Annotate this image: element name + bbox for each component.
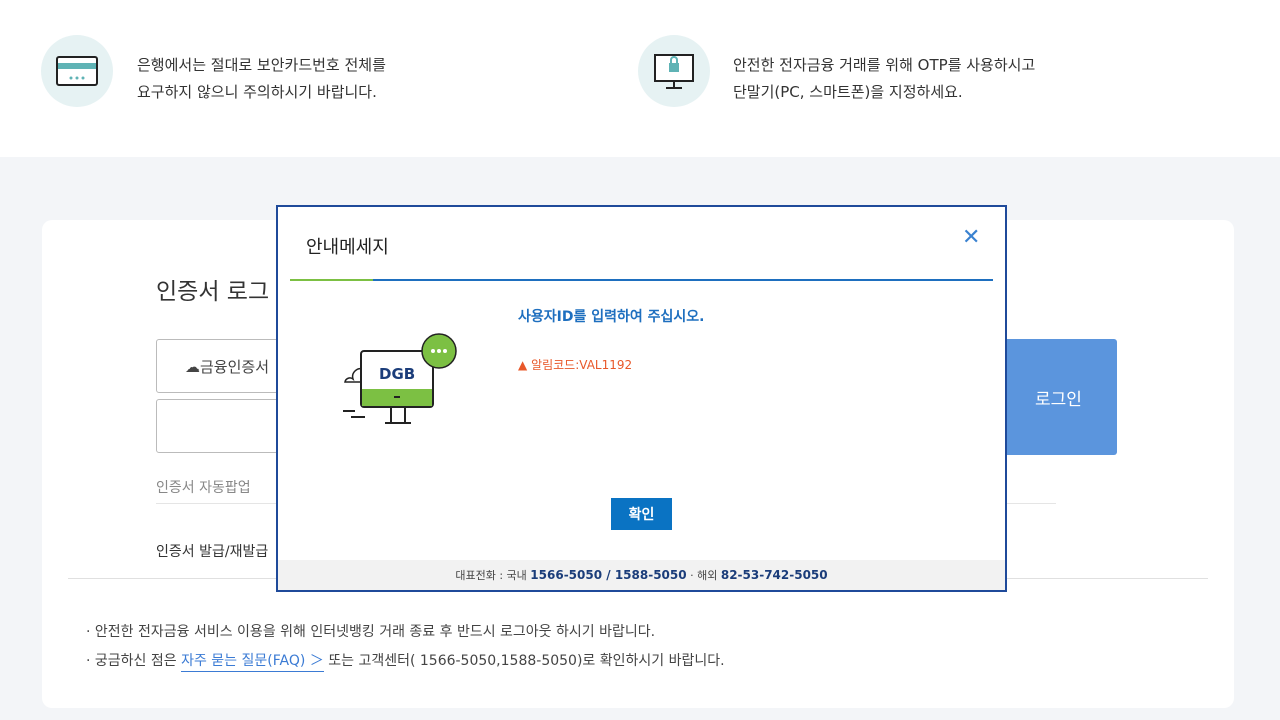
faq-link[interactable]: 자주 묻는 질문(FAQ) ＞ (181, 653, 324, 672)
password-input[interactable] (156, 399, 296, 453)
notice-text: 안전한 전자금융 서비스 이용을 위해 인터넷뱅킹 거래 종료 후 반드시 로그… (94, 624, 656, 640)
overseas-label: 해외 (697, 569, 718, 582)
tip-line: 은행에서는 절대로 보안카드번호 전체를 (137, 56, 386, 74)
close-icon[interactable]: ✕ (962, 225, 981, 250)
login-title: 인증서 로그 (156, 279, 270, 305)
cert-issue-link[interactable]: 인증서 발급/재발급 (156, 544, 269, 560)
auto-popup-label: 인증서 자동팝업 (156, 480, 251, 496)
notice-faq: · 궁금하신 점은 자주 묻는 질문(FAQ) ＞ 또는 고객센터( 1566-… (86, 650, 725, 672)
notice-text: 또는 고객센터( 1566-5050,1588-5050)로 확인하시기 바랍니… (328, 653, 725, 669)
domestic-phone: 1566-5050 / 1588-5050 (530, 568, 687, 582)
notice-logout: · 안전한 전자금융 서비스 이용을 위해 인터넷뱅킹 거래 종료 후 반드시 … (86, 624, 656, 640)
alert-code-text: 알림코드:VAL1192 (531, 358, 633, 372)
login-button[interactable]: 로그인 (1000, 339, 1117, 455)
tip-line: 안전한 전자금융 거래를 위해 OTP를 사용하시고 (733, 56, 1036, 74)
dialog-footer: 대표전화 : 국내 1566-5050 / 1588-5050 · 해외 82-… (278, 560, 1005, 590)
notice-text: 궁금하신 점은 (94, 653, 177, 669)
cert-button-label: 금융인증서 (200, 358, 270, 376)
overseas-phone: 82-53-742-5050 (720, 568, 828, 582)
tip-line: 요구하지 않으니 주의하시기 바랍니다. (137, 83, 377, 101)
alert-code: ▲ 알림코드:VAL1192 (518, 356, 632, 373)
dialog-message: 사용자ID를 입력하여 주십시오. (518, 309, 705, 325)
header-divider (290, 279, 993, 281)
security-card-icon (41, 35, 113, 107)
dgb-monitor-illustration: DGB (343, 333, 457, 424)
domestic-label: 국내 (506, 569, 527, 582)
phone-label: 대표전화 (455, 569, 496, 582)
confirm-button[interactable]: 확인 (611, 498, 672, 530)
cloud-check-icon: ☁ (185, 358, 200, 376)
otp-monitor-icon (638, 35, 710, 107)
info-message-dialog: 안내메세지 ✕ DGB 사용자ID를 입력하여 주십시오. ▲ 알림코드:VAL… (276, 205, 1007, 592)
dialog-title: 안내메세지 (306, 237, 389, 258)
warning-icon: ▲ (518, 358, 528, 372)
financial-cert-button[interactable]: ☁금융인증서 (156, 339, 296, 393)
dgb-logo: DGB (379, 365, 415, 383)
tip-line: 단말기(PC, 스마트폰)을 지정하세요. (733, 83, 963, 101)
